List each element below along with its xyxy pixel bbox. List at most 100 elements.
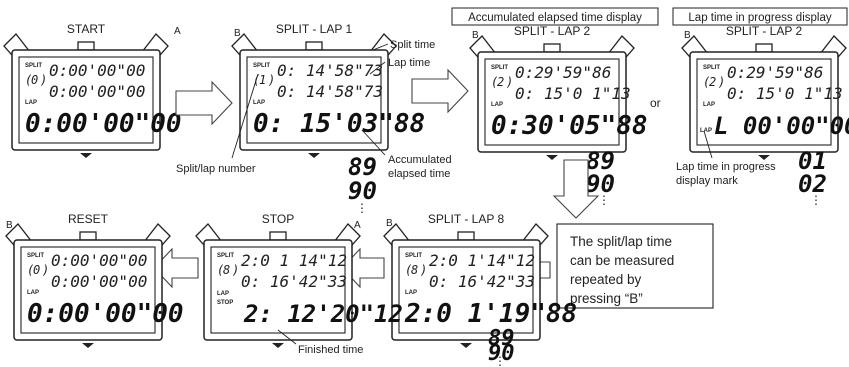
lap-time-row: 0: 14'58"73 <box>277 82 383 101</box>
accumulated-callout-line1: Accumulated <box>388 154 452 166</box>
lap-time-row: 0: 16'42"33 <box>241 272 347 291</box>
main-time: 0:30'05"88 <box>491 111 648 141</box>
lap-time-row: 0: 16'42"33 <box>429 272 535 291</box>
panel-reset: RESET B SPLIT ( 0 ) 0:00'00"00 0:00'00"0… <box>5 212 184 349</box>
more-digits-dots: ⋮ <box>356 201 368 215</box>
split-time-row: 0:00'00"00 <box>51 251 147 270</box>
svg-text:(: ( <box>405 263 412 277</box>
rolling-digits-1: 89 <box>586 147 615 175</box>
lap-label: LAP <box>27 290 39 296</box>
panel-title: SPLIT - LAP 2 <box>514 24 591 38</box>
svg-text:(: ( <box>703 75 710 89</box>
button-b-label: B <box>6 220 13 231</box>
flow-arrow <box>552 159 600 219</box>
split-lap-number: 8 <box>223 263 230 277</box>
split-time-row: 0:29'59"86 <box>515 63 611 82</box>
main-time: L 00'00"00 <box>714 112 849 140</box>
panel-title: START <box>67 22 106 36</box>
panel-split-lap-2-accumulated: SPLIT - LAP 2 B SPLIT ( 2 ) 0:29'59"86 0… <box>469 24 648 207</box>
or-label: or <box>650 96 661 110</box>
panel-split-lap-2-in-progress: SPLIT - LAP 2 B SPLIT ( 2 ) 0:29'59"86 0… <box>681 24 849 207</box>
stop-label: STOP <box>217 300 233 306</box>
main-time: 0:00'00"00 <box>27 299 184 329</box>
panel-start: START A SPLIT ( 0 ) 0:00'00"00 0:00'00"0… <box>3 22 182 159</box>
lap-label: LAP <box>405 290 417 296</box>
lap-label: LAP <box>253 100 265 106</box>
svg-text:(: ( <box>491 75 498 89</box>
button-b-label: B <box>472 30 479 41</box>
panel-split-lap-8: SPLIT - LAP 8 B SPLIT ( 8 ) 2:0 1'14"12 … <box>383 212 577 367</box>
rolling-digits-2: 90 <box>586 170 615 198</box>
lap-label: LAP <box>703 102 715 108</box>
svg-text:(: ( <box>27 263 34 277</box>
flow-arrow <box>153 247 199 289</box>
lap-label: LAP <box>25 100 37 106</box>
split-time-callout: Split time <box>390 39 435 51</box>
main-time: 2: 12'20"12 <box>243 300 403 328</box>
panel-split-lap-1: SPLIT - LAP 1 B SPLIT ( 1 ) 0: 14'58"73 … <box>231 22 425 215</box>
accumulated-callout-line2: elapsed time <box>388 168 450 180</box>
lap-label: LAP <box>491 102 503 108</box>
split-lap-number: 2 <box>497 75 504 89</box>
button-b-label: B <box>684 30 691 41</box>
lap-time-row: 0:00'00"00 <box>49 82 145 101</box>
info-line-1: The split/lap time <box>570 234 672 249</box>
header-in-progress: Lap time in progress display <box>688 12 831 24</box>
split-lap-number: 0 <box>33 263 40 277</box>
split-time-row: 2:0 1 14"12 <box>241 251 347 270</box>
panel-title: SPLIT - LAP 2 <box>726 24 803 38</box>
split-label: SPLIT <box>703 65 720 71</box>
callouts-lap-1 <box>231 43 389 159</box>
button-a-label: A <box>174 26 181 37</box>
in-progress-mark-callout-line1: Lap time in progress <box>676 161 776 173</box>
main-time: 2:0 1'19"88 <box>404 299 577 329</box>
split-lap-number: 8 <box>411 263 418 277</box>
lap-time-callout: Lap time <box>388 57 430 69</box>
panel-title: RESET <box>68 212 109 226</box>
svg-text:(: ( <box>217 263 224 277</box>
svg-text:): ) <box>506 75 513 89</box>
more-digits-dots: ⋮ <box>810 193 822 207</box>
split-time-row: 0: 14'58"73 <box>277 61 383 80</box>
in-progress-callout-line <box>703 130 713 159</box>
info-box <box>556 223 714 309</box>
panel-title: STOP <box>262 212 294 226</box>
main-time: 0: 15'03"88 <box>253 109 425 139</box>
button-b-label: B <box>234 28 241 39</box>
split-time-row: 2:0 1'14"12 <box>429 251 535 270</box>
rolling-digits-1: 89 <box>348 153 377 181</box>
split-lap-number: 1 <box>259 73 266 87</box>
lap-label: LAP <box>217 291 229 297</box>
svg-text:(: ( <box>253 73 260 87</box>
svg-text:): ) <box>42 263 49 277</box>
more-digits-dots: ⋮ <box>598 193 610 207</box>
svg-text:): ) <box>718 75 725 89</box>
rolling-digits-1: 01 <box>798 147 827 175</box>
panel-title: SPLIT - LAP 1 <box>276 22 353 36</box>
split-lap-number: 0 <box>31 73 38 87</box>
split-time-row: 0:29'59"86 <box>727 63 823 82</box>
main-time: 0:00'00"00 <box>25 109 182 139</box>
panel-title: SPLIT - LAP 8 <box>428 212 505 226</box>
button-a-label: A <box>354 220 361 231</box>
split-label: SPLIT <box>25 63 42 69</box>
flow-arrow <box>175 80 233 126</box>
rolling-digits-1: 89 <box>488 326 515 351</box>
in-progress-mark-callout-line2: display mark <box>676 175 738 187</box>
rolling-digits-2: 90 <box>488 341 515 366</box>
svg-text:): ) <box>232 263 239 277</box>
lap-time-row: 0:00'00"00 <box>51 272 147 291</box>
split-label: SPLIT <box>405 253 422 259</box>
more-digits-dots: ⋮ <box>494 354 506 367</box>
finished-time-callout: Finished time <box>298 344 363 356</box>
split-time-row: 0:00'00"00 <box>49 61 145 80</box>
split-label: SPLIT <box>491 65 508 71</box>
rolling-digits-2: 02 <box>798 170 827 198</box>
info-line-3: repeated by <box>570 272 642 287</box>
finished-time-callout-line <box>277 329 297 345</box>
lap-time-row: 0: 15'0 1"13 <box>515 84 631 103</box>
svg-text:(: ( <box>25 73 32 87</box>
lap-time-row: 0: 15'0 1"13 <box>727 84 843 103</box>
rolling-digits-2: 90 <box>348 177 377 205</box>
